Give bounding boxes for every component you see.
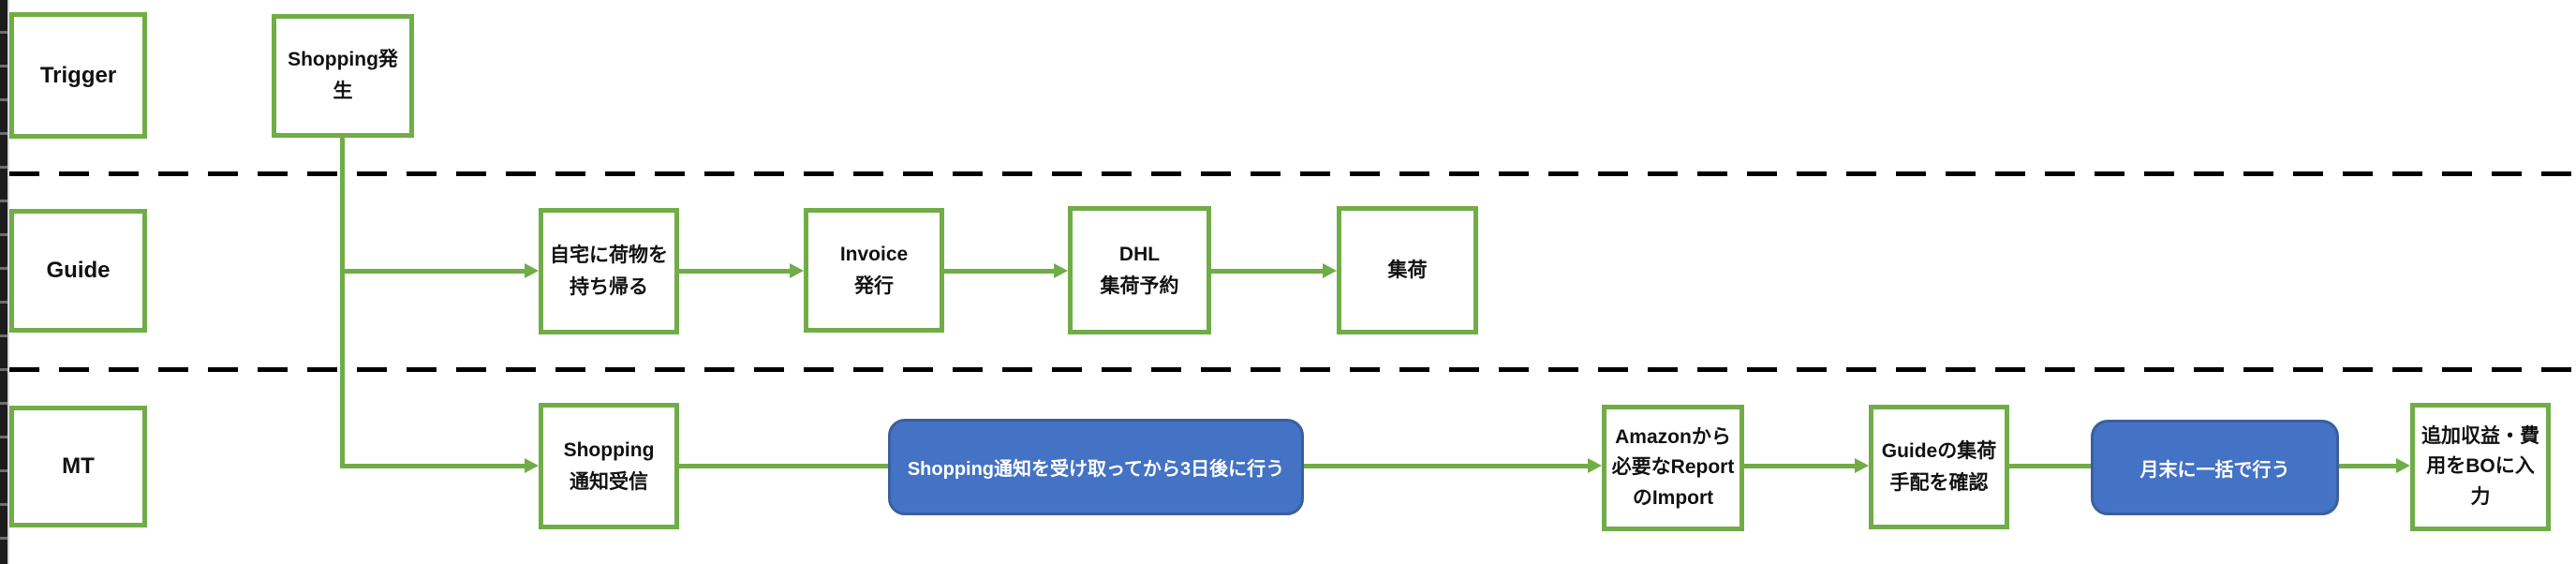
annotation-note-delay-3days[interactable]: Shopping通知を受け取ってから3日後に行う [888,419,1304,515]
flow-node-dhl-booking-text: DHL 集荷予約 [1100,243,1179,297]
lane-label-trigger-text: Trigger [39,62,117,88]
flow-node-guide-pickup-check-text: Guideの集荷 手配を確認 [1881,439,1997,494]
flow-node-amazon-report[interactable]: Amazonから 必要なReport のImport [1602,405,1744,531]
flow-node-amazon-report-text: Amazonから 必要なReport のImport [1611,425,1735,509]
lane-label-guide-text: Guide [46,258,111,283]
arrow-head-icon [525,458,539,473]
arrow-head-icon [1323,263,1337,278]
arrow-head-icon [1855,458,1869,473]
flow-node-invoice-issue-text: Invoice 発行 [839,243,909,297]
annotation-note-month-end-text: 月末に一括で行う [2139,459,2290,481]
flow-node-invoice-issue[interactable]: Invoice 発行 [804,208,944,333]
connector-amazon-guidecheck [1744,464,1855,468]
flow-node-shopping-occur[interactable]: Shopping発 生 [272,14,414,138]
flow-node-shopping-occur-text: Shopping発 生 [288,49,398,102]
lane-divider-trigger-guide [9,171,2576,176]
flow-node-take-home[interactable]: 自宅に荷物を 持ち帰る [539,208,679,334]
annotation-note-month-end[interactable]: 月末に一括で行う [2091,420,2339,515]
arrow-head-icon [525,263,539,278]
flow-node-pickup-text: 集荷 [1387,259,1428,281]
lane-label-mt[interactable]: MT [9,406,147,527]
annotation-note-delay-3days-text: Shopping通知を受け取ってから3日後に行う [907,459,1285,480]
connector-guidecheck-monthend [2009,464,2091,468]
connector-invoice-dhl [944,269,1054,274]
flow-node-shopping-notify[interactable]: Shopping 通知受信 [539,403,679,529]
lane-label-trigger[interactable]: Trigger [9,12,147,139]
lane-divider-guide-mt [9,367,2576,372]
arrow-head-icon [790,263,804,278]
lane-label-guide[interactable]: Guide [9,209,147,333]
flow-node-shopping-notify-text: Shopping 通知受信 [563,438,655,493]
arrow-head-icon [1588,458,1602,473]
arrow-head-icon [2396,458,2410,473]
flow-node-guide-pickup-check[interactable]: Guideの集荷 手配を確認 [1869,405,2009,529]
window-edge-bar [0,0,9,564]
flow-node-bo-input-text: 追加収益・費 用をBOに入 力 [2421,424,2539,508]
arrow-head-icon [1054,263,1068,278]
connector-trunk-vertical [340,138,345,468]
connector-mt-branch [340,464,525,468]
lane-label-mt-text: MT [62,453,95,479]
flow-node-take-home-text: 自宅に荷物を 持ち帰る [550,244,668,298]
flow-node-dhl-booking[interactable]: DHL 集荷予約 [1068,206,1211,334]
flow-node-pickup[interactable]: 集荷 [1337,206,1478,334]
flow-node-bo-input[interactable]: 追加収益・費 用をBOに入 力 [2410,403,2551,531]
connector-dhl-pickup [1211,269,1323,274]
connector-takehome-invoice [679,269,790,274]
connector-monthend-boinput [2339,464,2396,468]
connector-guide-branch [340,269,525,274]
